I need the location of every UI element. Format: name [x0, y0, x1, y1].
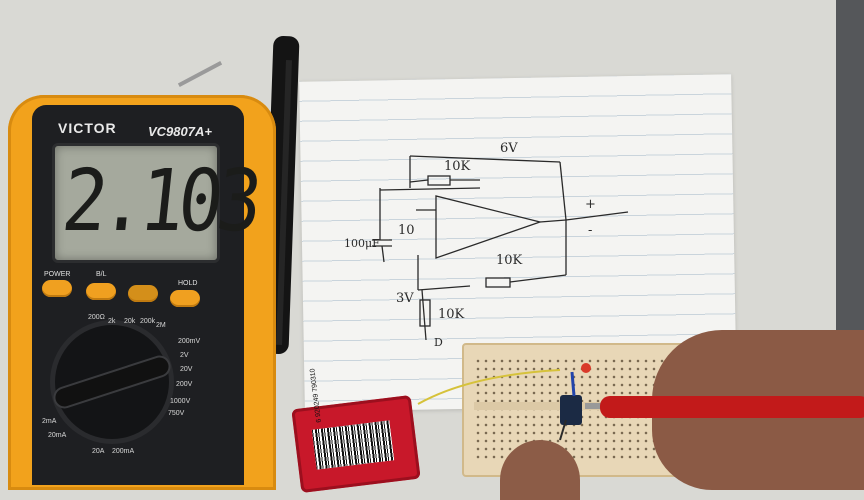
- red-test-probe: [600, 396, 864, 418]
- bias-label: 3V: [396, 291, 414, 306]
- output-minus-label: -: [588, 223, 592, 238]
- lcd-display: 2.103: [52, 143, 261, 263]
- scale-2v: 2V: [180, 352, 189, 359]
- transistor-socket: [128, 285, 158, 302]
- output-plus-label: +: [585, 197, 596, 212]
- scale-1000v: 1000V: [170, 398, 191, 405]
- scale-200ohm: 200Ω: [88, 314, 105, 321]
- cap-resistor-label: 10: [398, 223, 415, 238]
- ground-resistor-label: 10K: [438, 307, 465, 322]
- scale-20k: 20k: [124, 318, 136, 325]
- background-wall: [836, 0, 864, 360]
- scale-200mv: 200mV: [178, 338, 201, 345]
- power-label: POWER: [44, 271, 71, 278]
- probe-tip: [585, 403, 605, 409]
- scale-20ma: 20mA: [48, 432, 67, 439]
- scale-200k: 200k: [140, 318, 156, 325]
- capacitor-label: 100μF: [344, 237, 380, 250]
- supply-label: 6V: [500, 141, 518, 156]
- hold-button[interactable]: [170, 290, 200, 307]
- circuit-sketch: 6V 10K 100μF 10 10K 10K 3V + - D: [344, 141, 629, 349]
- bench-scene: 6V 10K 100μF 10 10K 10K 3V + - D VICTOR …: [8, 0, 864, 500]
- scale-750v: 750V: [168, 410, 185, 417]
- scale-20v: 20V: [180, 366, 193, 373]
- scale-2m: 2M: [156, 322, 166, 329]
- output-resistor-label: 10K: [496, 253, 523, 268]
- multimeter-model: VC9807A+: [148, 124, 212, 139]
- hold-label: HOLD: [178, 280, 198, 287]
- range-selector-dial[interactable]: [53, 325, 171, 439]
- power-button[interactable]: [42, 280, 72, 297]
- multimeter-brand: VICTOR: [58, 120, 117, 136]
- backlight-button[interactable]: [86, 283, 116, 300]
- scale-20a: 20A: [92, 448, 105, 455]
- backlight-label: B/L: [96, 271, 107, 278]
- scale-200v: 200V: [176, 381, 193, 388]
- scale-200ma: 200mA: [112, 448, 135, 455]
- node-d-label: D: [434, 336, 443, 349]
- scale-2k: 2k: [108, 318, 116, 325]
- scale-2ma: 2mA: [42, 418, 57, 425]
- breadboard-components: [417, 363, 591, 441]
- feedback-resistor-label: 10K: [444, 159, 471, 174]
